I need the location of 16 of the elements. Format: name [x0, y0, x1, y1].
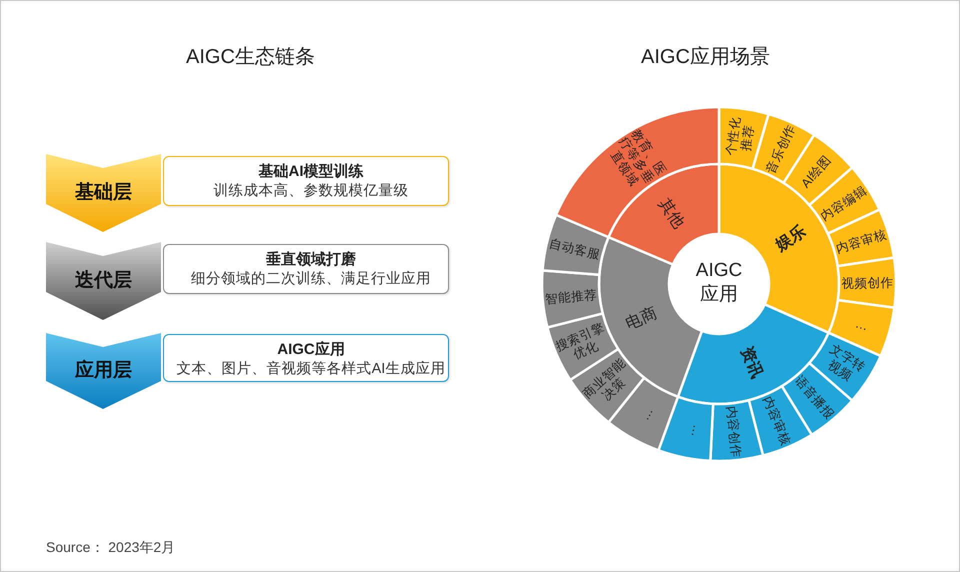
panel-title: AIGC应用场景 — [641, 45, 770, 70]
layer-label: 应用层 — [46, 333, 161, 409]
box-heading: AIGC应用 — [277, 340, 345, 359]
description-box — [163, 244, 449, 294]
box-description: 文本、图片、音视频等各样式AI生成应用 — [176, 360, 446, 378]
box-description: 细分领域的二次训练、满足行业应用 — [191, 270, 431, 288]
description-box — [163, 334, 449, 382]
source-note: Source： 2023年2月 — [46, 539, 176, 557]
description-box — [163, 156, 449, 206]
sunburst-segment: … — [657, 396, 714, 462]
box-description: 训练成本高、参数规模亿量级 — [214, 182, 408, 200]
box-heading: 基础AI模型训练 — [258, 162, 364, 181]
layer-label: 迭代层 — [46, 242, 161, 320]
panel-title: AIGC生态链条 — [186, 45, 315, 70]
layer-label: 基础层 — [46, 154, 161, 232]
box-heading: 垂直领域打磨 — [266, 250, 356, 269]
